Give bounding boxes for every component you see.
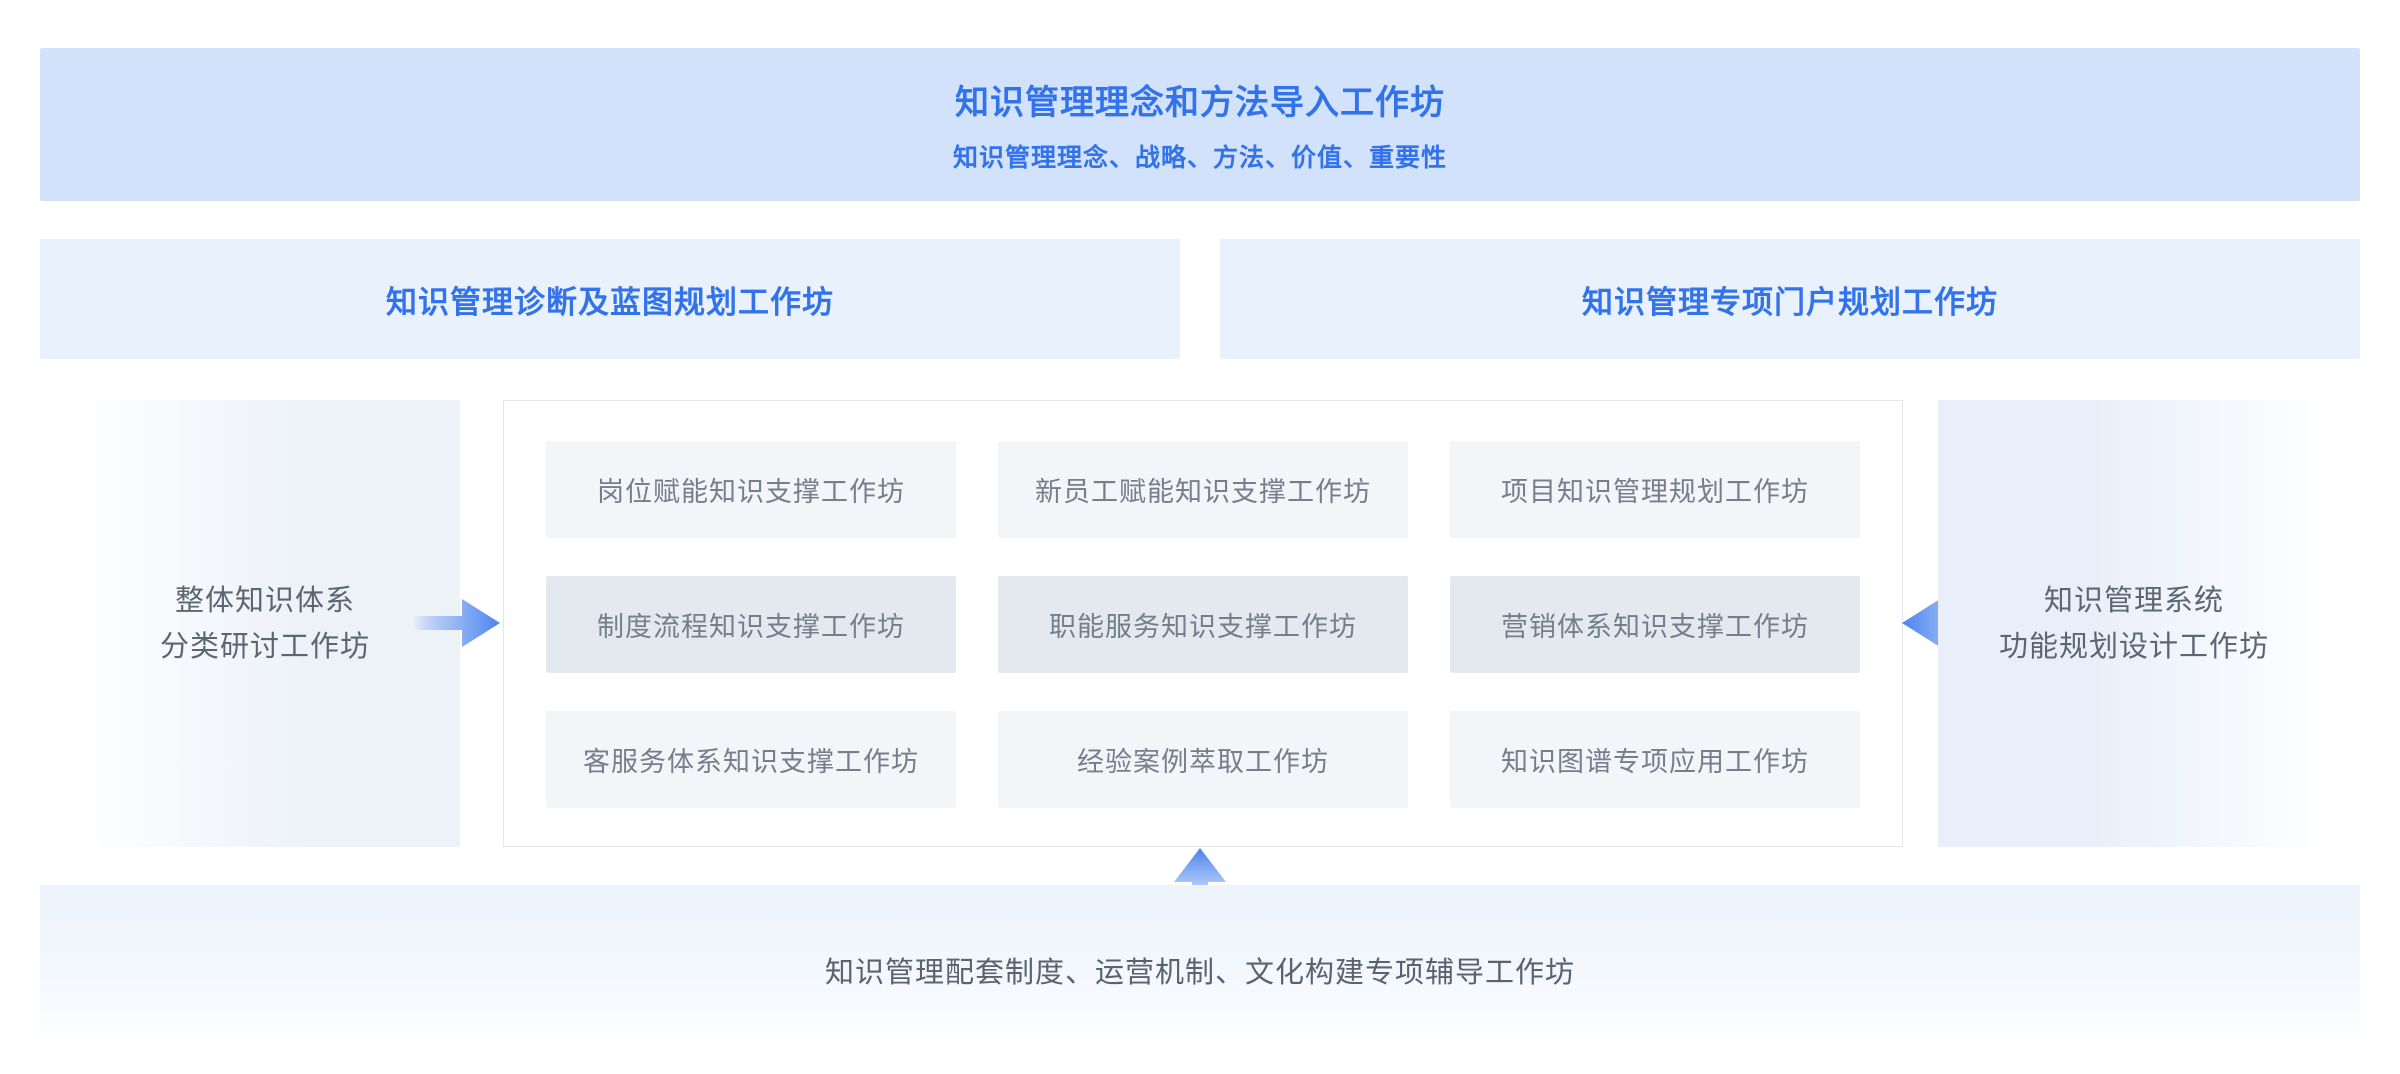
grid-cell: 职能服务知识支撑工作坊 [998, 576, 1408, 673]
grid-cell-label: 经验案例萃取工作坊 [1077, 747, 1329, 777]
grid-cell-label: 项目知识管理规划工作坊 [1501, 477, 1809, 507]
right-box-line1: 知识管理系统 [2043, 584, 2224, 617]
grid-cell-label: 职能服务知识支撑工作坊 [1049, 612, 1357, 642]
top-banner-subtitle: 知识管理理念、战略、方法、价值、重要性 [952, 144, 1447, 172]
grid-cell: 经验案例萃取工作坊 [998, 711, 1408, 808]
grid-cell-label: 制度流程知识支撑工作坊 [597, 612, 905, 642]
grid-cell-label: 客服务体系知识支撑工作坊 [583, 747, 919, 777]
bottom-banner-text: 知识管理配套制度、运营机制、文化构建专项辅导工作坊 [824, 957, 1575, 989]
grid-cell: 岗位赋能知识支撑工作坊 [546, 441, 956, 538]
diagnosis-blueprint-banner-label: 知识管理诊断及蓝图规划工作坊 [386, 284, 834, 320]
grid-cell-label: 新员工赋能知识支撑工作坊 [1035, 477, 1371, 507]
knowledge-system-classification-box: 整体知识体系 分类研讨工作坊 [70, 400, 460, 847]
top-banner: 知识管理理念和方法导入工作坊 知识管理理念、战略、方法、价值、重要性 [40, 48, 2360, 201]
right-box-line2: 功能规划设计工作坊 [1998, 630, 2269, 663]
grid-cell: 项目知识管理规划工作坊 [1450, 441, 1860, 538]
arrow-up-icon [1174, 848, 1226, 912]
grid-cell-label: 知识图谱专项应用工作坊 [1501, 747, 1809, 777]
left-box-line1: 整体知识体系 [174, 584, 355, 617]
top-banner-title: 知识管理理念和方法导入工作坊 [955, 84, 1445, 122]
portal-planning-banner-label: 知识管理专项门户规划工作坊 [1582, 284, 1998, 320]
km-system-function-design-box: 知识管理系统 功能规划设计工作坊 [1938, 400, 2330, 847]
portal-planning-banner: 知识管理专项门户规划工作坊 [1220, 239, 2360, 359]
grid-cell: 营销体系知识支撑工作坊 [1450, 576, 1860, 673]
grid-cell: 客服务体系知识支撑工作坊 [546, 711, 956, 808]
grid-cell: 知识图谱专项应用工作坊 [1450, 711, 1860, 808]
diagnosis-blueprint-banner: 知识管理诊断及蓝图规划工作坊 [40, 239, 1180, 359]
grid-cell: 制度流程知识支撑工作坊 [546, 576, 956, 673]
arrow-right-icon [414, 599, 500, 647]
grid-cell-label: 营销体系知识支撑工作坊 [1501, 612, 1809, 642]
grid-cell-label: 岗位赋能知识支撑工作坊 [597, 477, 905, 507]
bottom-banner: 知识管理配套制度、运营机制、文化构建专项辅导工作坊 [40, 885, 2360, 1074]
grid-cell: 新员工赋能知识支撑工作坊 [998, 441, 1408, 538]
workshop-grid: 岗位赋能知识支撑工作坊 新员工赋能知识支撑工作坊 项目知识管理规划工作坊 制度流… [503, 400, 1903, 847]
left-box-line2: 分类研讨工作坊 [159, 630, 370, 663]
